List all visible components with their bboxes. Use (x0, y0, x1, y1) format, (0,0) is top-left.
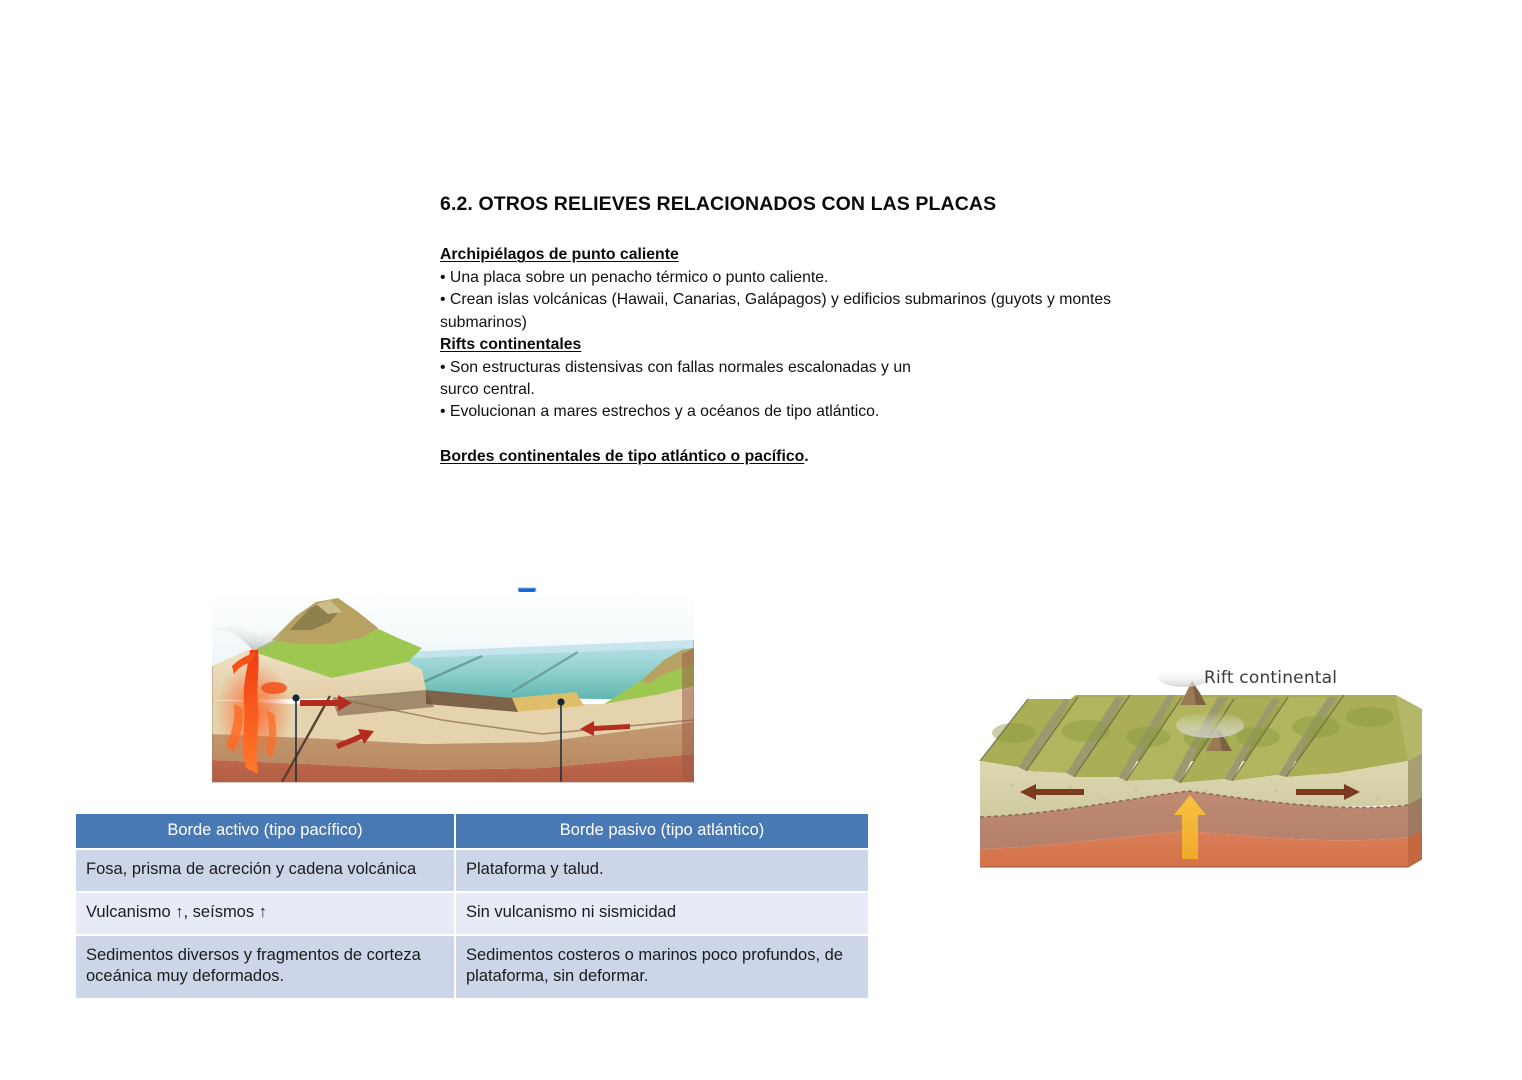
cell-passive-sediments: Sedimentos costeros o marinos poco profu… (456, 933, 868, 999)
cell-active-sediments: Sedimentos diversos y fragmentos de cort… (76, 933, 456, 999)
fault-block-1 (980, 699, 1064, 767)
arrow-plate-left (580, 721, 630, 736)
figure-continental-margins (212, 592, 694, 784)
steam-plume-1 (1158, 667, 1210, 687)
front-face-mantle (212, 754, 694, 782)
arrow-extension-right (1296, 784, 1360, 800)
bullet-placa-penacho: • Una placa sobre un penacho térmico o p… (440, 268, 829, 286)
subheading-bordes-continentales: Bordes continentales de tipo atlántico o… (440, 446, 1240, 468)
fault-scarp-3 (1118, 695, 1176, 781)
block-side-face-top (1396, 695, 1422, 761)
cell-passive-relief: Plataforma y talud. (456, 847, 868, 891)
mountain-peak-highlight (316, 600, 342, 614)
subheading-archipielagos: Archipiélagos de punto caliente (440, 246, 679, 264)
notes-text-block: 6.2. OTROS RELIEVES RELACIONADOS CON LAS… (440, 193, 1240, 468)
arrow-plate-right (300, 695, 352, 711)
bullet-submarinos-cont: submarinos) (440, 313, 527, 331)
magma-chamber-sill (261, 682, 287, 694)
volcanic-cone-1-shadow (1192, 681, 1206, 705)
block-outline (212, 640, 694, 783)
front-face-upper-crust (980, 761, 1408, 817)
subheading-bordes-continentales-underlined: Bordes continentales de tipo atlántico o… (440, 447, 805, 465)
table-header-active-margin: Borde activo (tipo pacífico) (76, 814, 456, 848)
paragraph-spacer (440, 424, 1240, 446)
oceanic-crust-band (426, 690, 518, 712)
block-right-endface (682, 648, 694, 782)
volcano-ash-plume (214, 624, 282, 652)
table-row: Vulcanismo ↑, seísmos ↑ Sin vulcanismo n… (76, 890, 868, 934)
marker-pin-right (557, 698, 565, 782)
figure-continental-rift (966, 655, 1422, 877)
fault-block-6 (1232, 697, 1328, 781)
hills-right (642, 648, 694, 684)
steam-plume-2 (1176, 712, 1244, 738)
magma-tail-left (226, 704, 243, 752)
subheading-bordes-continentales-period: . (804, 447, 809, 465)
seafloor-ridge-2 (511, 651, 579, 693)
fault-block-7 (1286, 695, 1408, 777)
table-row: Fosa, prisma de acreción y cadena volcán… (76, 847, 868, 891)
fault-scarp-5 (1224, 699, 1280, 781)
subduction-fault-line (280, 695, 332, 783)
bullet-estructuras-distensivas: • Son estructuras distensivas con fallas… (440, 358, 911, 376)
comparison-table: Borde activo (tipo pacífico) Borde pasiv… (76, 814, 868, 999)
front-face-mid-crust (212, 722, 694, 770)
ocean-horizon-haze (352, 640, 694, 660)
fault-scarp-1 (1018, 699, 1070, 771)
cell-active-relief: Fosa, prisma de acreción y cadena volcán… (76, 847, 456, 891)
cell-active-activity: Vulcanismo ↑, seísmos ↑ (76, 890, 456, 934)
fault-lines (979, 694, 1345, 784)
arrow-subduction-down-left (336, 729, 374, 749)
fault-scarp-2 (1066, 697, 1124, 777)
bullet-surco-central: surco central. (440, 380, 535, 398)
fault-scarp-6 (1278, 697, 1338, 777)
bullet-islas-volcanicas: • Crean islas volcánicas (Hawaii, Canari… (440, 291, 1112, 309)
cell-passive-activity: Sin vulcanismo ni sismicidad (456, 890, 868, 934)
rift-label: Rift continental (1204, 668, 1338, 688)
moho-boundary-line (979, 790, 1409, 818)
arrow-extension-left (1020, 784, 1084, 800)
table-header-row: Borde activo (tipo pacífico) Borde pasiv… (76, 814, 868, 848)
coastal-sand-bar (512, 692, 584, 712)
block-side-face-mantle (1408, 831, 1422, 867)
subheading-rifts: Rifts continentales (440, 336, 582, 354)
block-bottom-edge (980, 858, 1422, 868)
oceanic-crust-band-2 (332, 690, 434, 716)
block-side-face-lower (1408, 797, 1422, 837)
fault-block-2 (1026, 697, 1116, 773)
table-header-passive-margin: Borde pasivo (tipo atlántico) (456, 814, 868, 848)
bullet-mares-estrechos: • Evolucionan a mares estrechos y a océa… (440, 403, 880, 421)
magma-tail-right (266, 710, 277, 758)
magma-conduit (243, 650, 259, 774)
fault-block-3 (1074, 695, 1168, 777)
page-title: 6.2. OTROS RELIEVES RELACIONADOS CON LAS… (440, 193, 997, 215)
magma-branch-left (232, 652, 256, 674)
table-row: Sedimentos diversos y fragmentos de cort… (76, 933, 868, 999)
marker-pin-left (292, 694, 300, 782)
arrow-mantle-upwelling (1174, 795, 1206, 859)
